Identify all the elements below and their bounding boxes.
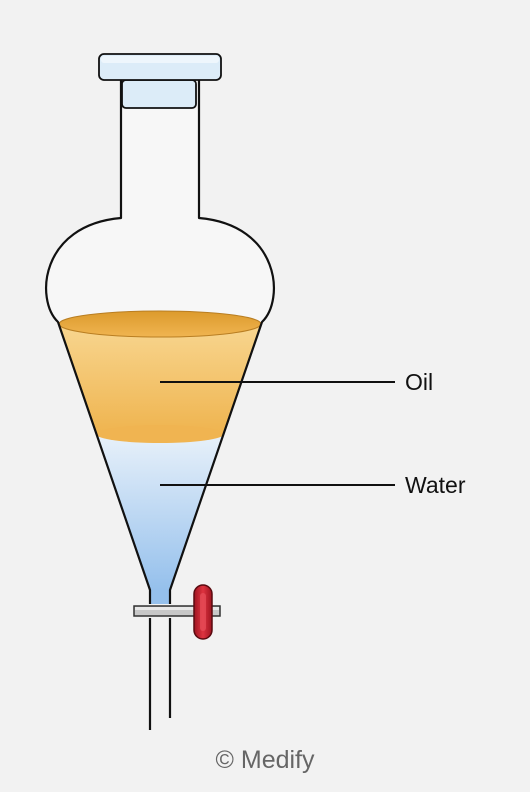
- funnel-outline: [45, 80, 275, 604]
- oil-label: Oil: [405, 369, 433, 395]
- water-in-stem: [151, 590, 169, 604]
- stopcock-barrel: [133, 605, 221, 617]
- stopcock: [133, 584, 221, 640]
- oil-layer: [59, 324, 261, 434]
- water-label: Water: [405, 472, 466, 498]
- stopper: [98, 53, 222, 109]
- oil-water-interface: [96, 425, 224, 443]
- copyright-credit: © Medify: [216, 746, 315, 774]
- water-layer: [96, 434, 224, 590]
- oil-surface: [58, 310, 262, 338]
